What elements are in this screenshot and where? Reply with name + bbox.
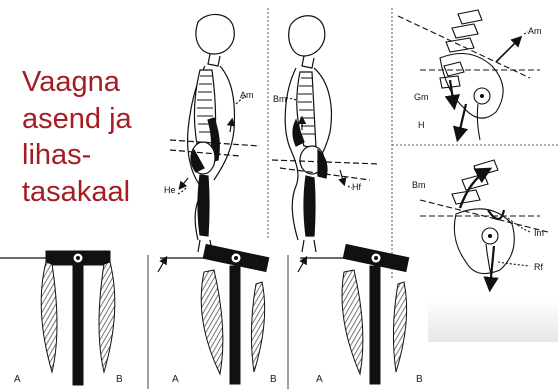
label-b: B xyxy=(116,374,123,385)
label-rf: Rf xyxy=(534,262,543,272)
posture-figure-left xyxy=(170,14,260,252)
label-he: He xyxy=(164,185,176,195)
balance-diagram-2 xyxy=(148,244,269,389)
label-gm: Gm xyxy=(414,92,429,102)
posture-figure-middle xyxy=(272,16,380,252)
balance-diagram-1 xyxy=(0,251,115,385)
label-am: Am xyxy=(240,90,254,100)
label-a: A xyxy=(172,374,179,385)
label-bm: Bm xyxy=(412,180,426,190)
label-im: Im xyxy=(534,228,544,238)
label-b: B xyxy=(270,374,277,385)
balance-diagram-3 xyxy=(288,244,409,389)
pelvis-figure-bottom xyxy=(420,160,548,288)
decorative-band xyxy=(428,300,558,342)
label-am: Am xyxy=(528,26,542,36)
label-a: A xyxy=(316,374,323,385)
label-a: A xyxy=(14,374,21,385)
label-h: H xyxy=(418,120,425,130)
label-hf: Hf xyxy=(352,182,361,192)
label-b: B xyxy=(416,374,423,385)
label-bm: Bm xyxy=(273,94,287,104)
